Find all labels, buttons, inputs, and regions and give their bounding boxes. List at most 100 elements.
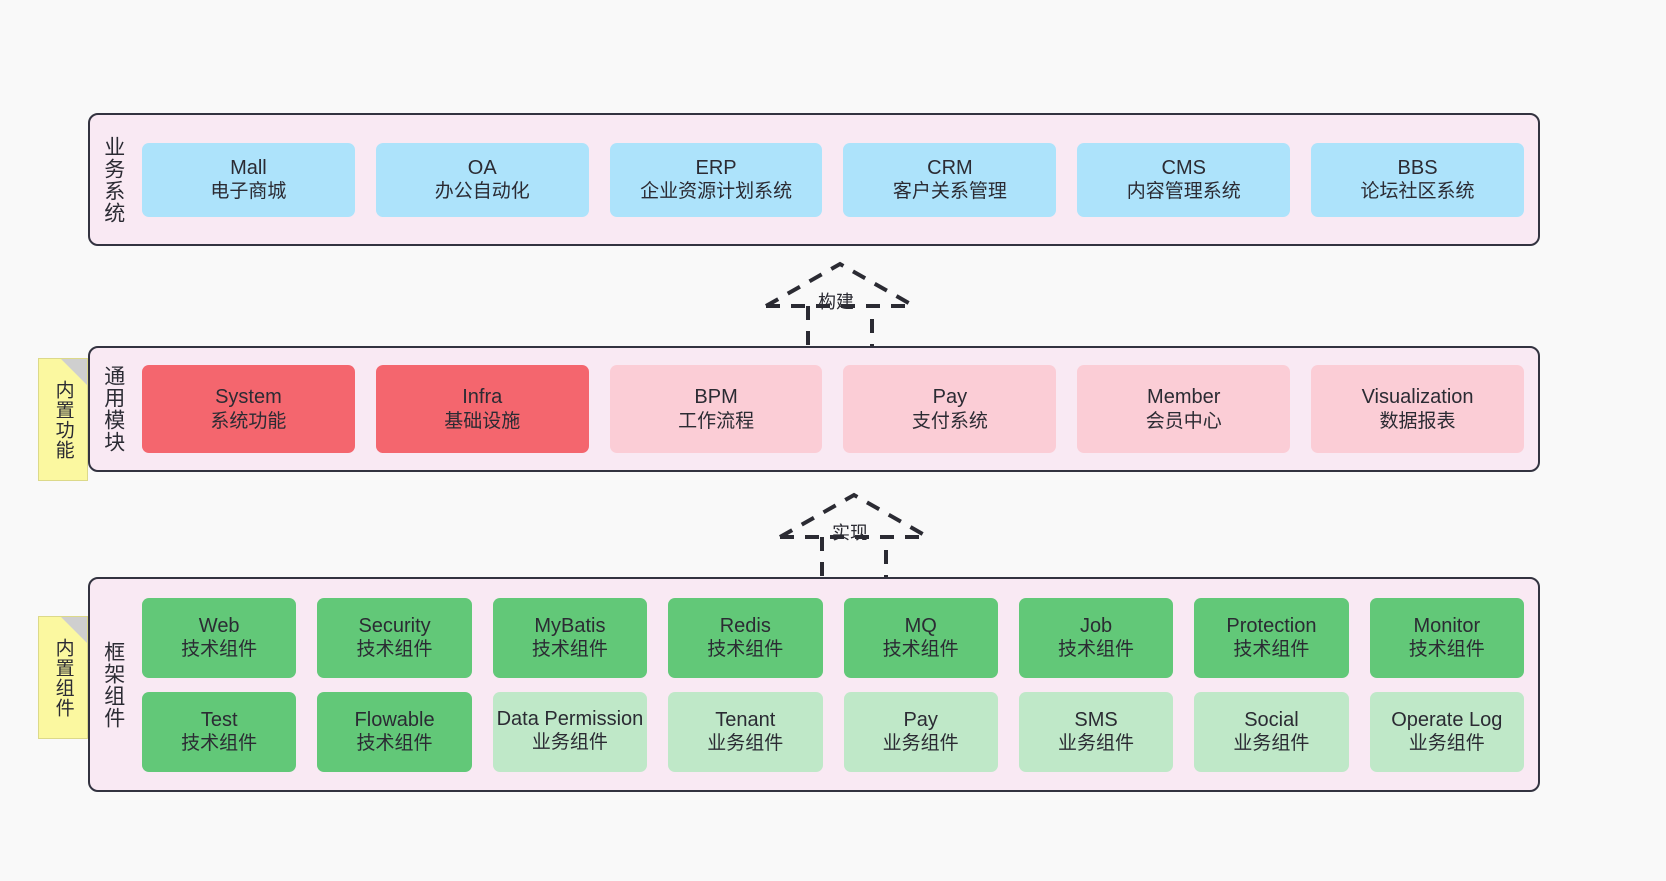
business-systems-row: Mall 电子商城 OA 办公自动化 ERP 企业资源计划系统 CRM 客户关系… <box>142 142 1524 217</box>
node-title: Tenant <box>715 708 776 731</box>
node-title: System <box>215 386 282 409</box>
sticky-note-builtin-features: 内置功能 <box>38 358 88 481</box>
node-subtitle: 电子商城 <box>210 181 287 203</box>
sticky-fold-corner <box>61 359 87 385</box>
node-erp[interactable]: ERP 企业资源计划系统 <box>609 142 823 217</box>
node-title: SMS <box>1074 708 1118 731</box>
node-title: Pay <box>903 708 938 731</box>
sticky-label: 内置功能 <box>52 379 74 460</box>
node-mall[interactable]: Mall 电子商城 <box>142 142 355 217</box>
node-mq[interactable]: MQ 技术组件 <box>843 597 998 678</box>
arrow-build: 构建 <box>752 258 952 356</box>
node-subtitle: 技术组件 <box>1233 639 1310 661</box>
node-bbs[interactable]: BBS 论坛社区系统 <box>1311 142 1524 217</box>
node-subtitle: 业务组件 <box>1408 733 1485 755</box>
node-security[interactable]: Security 技术组件 <box>317 597 472 678</box>
node-subtitle: 业务组件 <box>882 733 959 755</box>
layer-title-common-modules: 通用模块 <box>101 365 125 453</box>
layer-framework-components: 框架组件 Web 技术组件 Security 技术组件 MyBatis 技术组件… <box>88 577 1540 792</box>
node-operate-log[interactable]: Operate Log 业务组件 <box>1369 691 1524 772</box>
common-modules-row: System 系统功能 Infra 基础设施 BPM 工作流程 Pay 支付系统… <box>142 365 1524 453</box>
node-title: Monitor <box>1413 614 1481 637</box>
node-subtitle: 系统功能 <box>210 410 287 432</box>
node-crm[interactable]: CRM 客户关系管理 <box>843 142 1057 217</box>
node-subtitle: 会员中心 <box>1145 410 1222 432</box>
node-title: Pay <box>932 386 968 409</box>
layer-body-common-modules: System 系统功能 Infra 基础设施 BPM 工作流程 Pay 支付系统… <box>136 348 1538 470</box>
node-title: CRM <box>927 156 973 179</box>
arrow-implement: 实现 <box>766 489 966 587</box>
node-pay-component[interactable]: Pay 业务组件 <box>843 691 998 772</box>
sticky-label: 内置组件 <box>52 637 74 718</box>
node-redis[interactable]: Redis 技术组件 <box>668 597 823 678</box>
framework-business-row: Test 技术组件 Flowable 技术组件 Data Permission … <box>142 691 1524 772</box>
node-pay-module[interactable]: Pay 支付系统 <box>843 365 1057 453</box>
node-tenant[interactable]: Tenant 业务组件 <box>668 691 823 772</box>
layer-business-systems: 业务系统 Mall 电子商城 OA 办公自动化 ERP 企业资源计划系统 CRM… <box>88 113 1540 246</box>
node-flowable[interactable]: Flowable 技术组件 <box>317 691 472 772</box>
node-subtitle: 基础设施 <box>444 410 521 432</box>
node-title: ERP <box>695 156 737 179</box>
node-oa[interactable]: OA 办公自动化 <box>375 142 589 217</box>
node-job[interactable]: Job 技术组件 <box>1018 597 1174 678</box>
layer-common-modules: 通用模块 System 系统功能 Infra 基础设施 BPM 工作流程 Pay… <box>88 346 1540 472</box>
node-title: CMS <box>1161 156 1206 179</box>
node-subtitle: 技术组件 <box>1408 639 1485 661</box>
node-member[interactable]: Member 会员中心 <box>1077 365 1291 453</box>
node-subtitle: 技术组件 <box>531 639 608 661</box>
node-title: Flowable <box>354 708 435 731</box>
node-subtitle: 客户关系管理 <box>892 181 1007 203</box>
node-test[interactable]: Test 技术组件 <box>142 691 297 772</box>
arrow-label-implement: 实现 <box>832 523 868 543</box>
node-title: Infra <box>462 386 503 409</box>
node-title: Data Permission <box>496 708 644 731</box>
node-subtitle: 技术组件 <box>356 639 433 661</box>
node-subtitle: 技术组件 <box>181 733 258 755</box>
layer-title-framework-components: 框架组件 <box>101 640 125 729</box>
node-subtitle: 办公自动化 <box>434 181 530 203</box>
layer-body-framework-components: Web 技术组件 Security 技术组件 MyBatis 技术组件 Redi… <box>136 579 1538 790</box>
node-title: BPM <box>694 386 738 409</box>
node-title: Social <box>1244 708 1299 731</box>
node-subtitle: 技术组件 <box>882 639 959 661</box>
node-subtitle: 业务组件 <box>1058 733 1135 755</box>
layer-body-business-systems: Mall 电子商城 OA 办公自动化 ERP 企业资源计划系统 CRM 客户关系… <box>136 115 1538 244</box>
node-bpm[interactable]: BPM 工作流程 <box>609 365 823 453</box>
node-title: Visualization <box>1361 386 1474 409</box>
node-monitor[interactable]: Monitor 技术组件 <box>1369 597 1524 678</box>
node-cms[interactable]: CMS 内容管理系统 <box>1077 142 1291 217</box>
node-subtitle: 内容管理系统 <box>1126 181 1241 203</box>
node-sms[interactable]: SMS 业务组件 <box>1018 691 1174 772</box>
node-title: BBS <box>1397 156 1438 179</box>
node-protection[interactable]: Protection 技术组件 <box>1194 597 1349 678</box>
node-visualization[interactable]: Visualization 数据报表 <box>1311 365 1524 453</box>
node-subtitle: 工作流程 <box>678 410 755 432</box>
node-title: Member <box>1147 386 1221 409</box>
node-title: Security <box>358 614 431 637</box>
node-system[interactable]: System 系统功能 <box>142 365 355 453</box>
node-title: Mall <box>230 156 267 179</box>
arrow-label-build: 构建 <box>818 292 854 312</box>
node-subtitle: 业务组件 <box>1233 733 1310 755</box>
node-subtitle: 企业资源计划系统 <box>640 181 793 203</box>
sticky-fold-corner <box>61 617 87 643</box>
node-title: Web <box>198 614 240 637</box>
node-subtitle: 技术组件 <box>356 733 433 755</box>
node-web[interactable]: Web 技术组件 <box>142 597 297 678</box>
node-title: Redis <box>719 614 771 637</box>
node-mybatis[interactable]: MyBatis 技术组件 <box>492 597 648 678</box>
node-data-permission[interactable]: Data Permission 业务组件 <box>492 691 648 772</box>
node-subtitle: 业务组件 <box>707 733 784 755</box>
node-infra[interactable]: Infra 基础设施 <box>375 365 589 453</box>
node-title: Protection <box>1226 614 1317 637</box>
node-subtitle: 技术组件 <box>707 639 784 661</box>
node-subtitle: 技术组件 <box>1058 639 1135 661</box>
node-title: Operate Log <box>1391 708 1503 731</box>
node-title: MQ <box>904 614 937 637</box>
node-subtitle: 数据报表 <box>1379 410 1456 432</box>
framework-tech-row: Web 技术组件 Security 技术组件 MyBatis 技术组件 Redi… <box>142 597 1524 678</box>
node-subtitle: 技术组件 <box>181 639 258 661</box>
node-title: Job <box>1079 614 1113 637</box>
node-social[interactable]: Social 业务组件 <box>1194 691 1349 772</box>
arrow-head-triangle <box>779 492 929 539</box>
